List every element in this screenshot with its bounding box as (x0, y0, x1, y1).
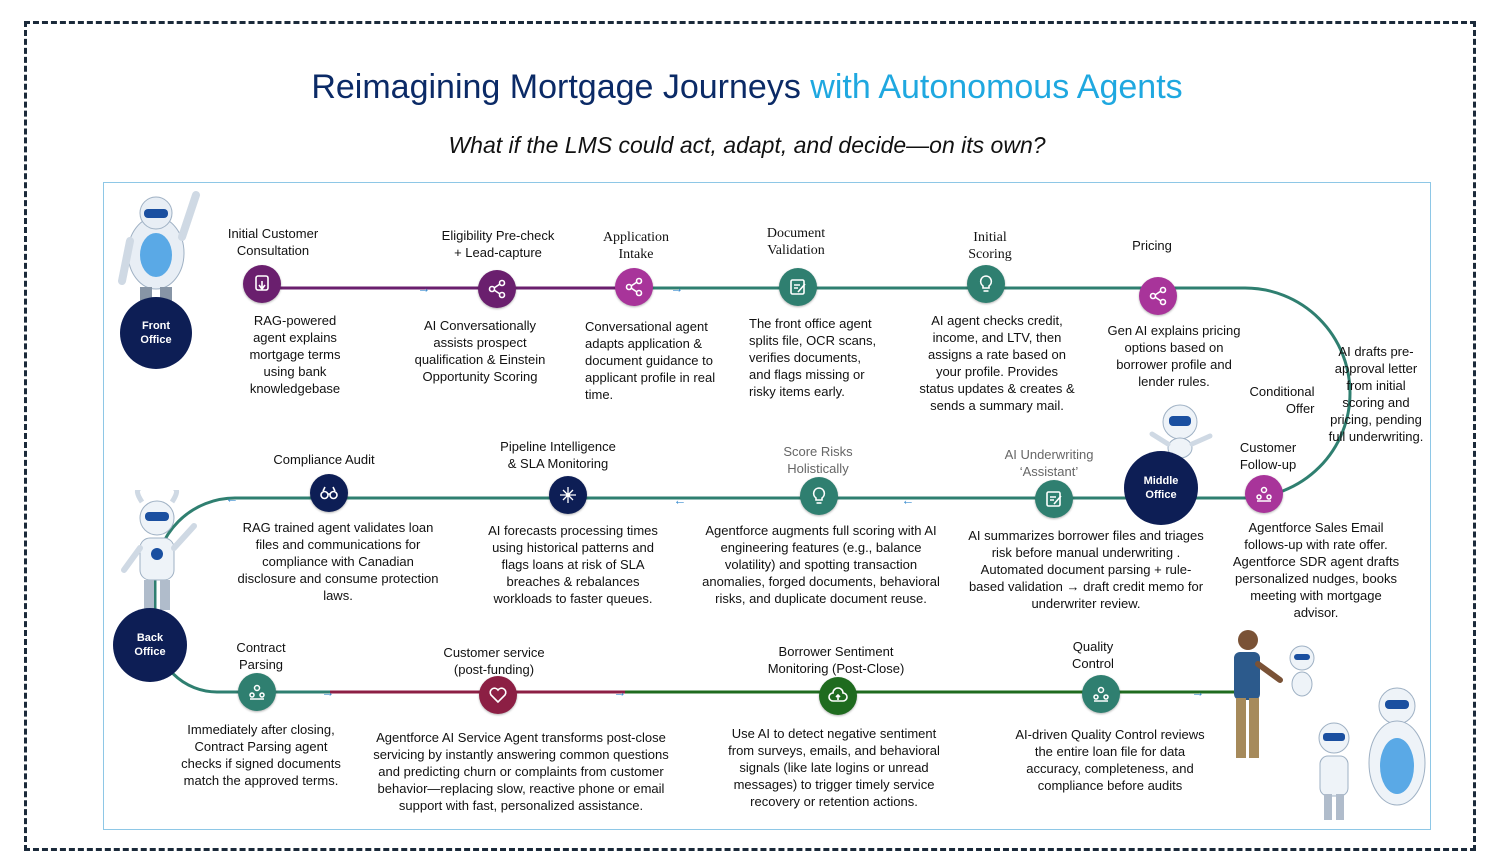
share-icon (615, 268, 653, 306)
step-sentiment-desc: Use AI to detect negative sentiment from… (728, 726, 940, 809)
step-pipeline-label: Pipeline Intelligence & SLA Monitoring (500, 439, 616, 471)
step-eligibility-label: Eligibility Pre-check + Lead-capture (441, 228, 555, 260)
step-customer-service-label: Customer service (post-funding) (443, 645, 545, 677)
step-quality-control-desc: AI-driven Quality Control reviews the en… (1015, 727, 1205, 793)
step-conditional-offer-desc: AI drafts pre-approval letter from initi… (1328, 344, 1424, 444)
share-icon (1139, 277, 1177, 315)
goat-robot-icon (121, 490, 197, 610)
lightbulb-icon (967, 265, 1005, 303)
step-initial-scoring-desc: AI agent checks credit, income, and LTV,… (919, 313, 1075, 413)
heart-icon (479, 676, 517, 714)
people-icon (1245, 475, 1283, 513)
step-application-intake-desc: Conversational agent adapts application … (585, 319, 716, 402)
arrow-right-icon: → (321, 684, 335, 700)
arrow-left-icon: ← (901, 492, 915, 508)
lightbulb-icon (800, 477, 838, 515)
arrow-right-icon: → (417, 280, 431, 296)
arrow-right-icon: → (613, 684, 627, 700)
step-eligibility-desc: AI Conversationally assists prospect qua… (414, 318, 546, 384)
arrow-left-icon: ← (225, 490, 239, 506)
step-application-intake-label: Application Intake (602, 230, 670, 262)
title-accent: with Autonomous Agents (810, 68, 1183, 106)
cloud-upload-icon (819, 677, 857, 715)
back-office-badge: Back Office (113, 608, 187, 682)
step-score-risks-label: Score Risks Holistically (783, 444, 853, 476)
document-edit-icon (779, 268, 817, 306)
step-customer-followup-desc: Agentforce Sales Email follows-up with r… (1232, 520, 1400, 620)
step-compliance-label: Compliance Audit (273, 452, 375, 467)
step-contract-parsing-desc: Immediately after closing, Contract Pars… (181, 722, 341, 788)
people-icon (1082, 675, 1120, 713)
arrow-right-icon: → (1191, 684, 1205, 700)
front-office-badge: Front Office (120, 297, 192, 369)
handshake-illustration (1234, 630, 1426, 820)
journey-panel (103, 182, 1431, 830)
title-main: Reimagining Mortgage Journeys (311, 68, 801, 106)
binoculars-icon (310, 474, 348, 512)
sparkle-grid-icon (549, 476, 587, 514)
step-underwriting-label: AI Underwriting ‘Assistant’ (1004, 447, 1094, 479)
document-edit-icon (1035, 480, 1073, 518)
dashed-frame (24, 21, 1476, 851)
bear-robot-icon (118, 191, 200, 303)
step-contract-parsing-label: Contract Parsing (236, 640, 286, 672)
arrow-left-icon: ← (673, 492, 687, 508)
step-customer-service-desc: Agentforce AI Service Agent transforms p… (373, 730, 669, 813)
page-title: Reimagining Mortgage Journeys with Auton… (0, 68, 1494, 107)
step-pipeline-desc: AI forecasts processing times using hist… (488, 523, 658, 606)
step-score-risks-desc: Agentforce augments full scoring with AI… (702, 523, 940, 606)
step-underwriting-desc: AI summarizes borrower files and triages… (968, 528, 1204, 611)
step-compliance-desc: RAG trained agent validates loan files a… (237, 520, 439, 603)
people-icon (238, 673, 276, 711)
astronaut-robot-icon (1149, 404, 1213, 459)
page-subtitle: What if the LMS could act, adapt, and de… (448, 132, 1046, 158)
arrow-right-icon: → (670, 280, 684, 296)
path-row1-teal (630, 286, 1352, 500)
step-initial-consultation-label: Initial Customer Consultation (227, 226, 319, 258)
step-conditional-offer-label: Conditional Offer (1249, 384, 1315, 416)
step-initial-consultation-desc: RAG-powered agent explains mortgage term… (249, 313, 341, 396)
share-icon (478, 270, 516, 308)
step-sentiment-label: Borrower Sentiment Monitoring (Post-Clos… (767, 644, 905, 676)
step-quality-control-label: Quality Control (1072, 639, 1114, 671)
step-customer-followup-label: Customer Follow-up (1239, 440, 1297, 472)
middle-office-badge: Middle Office (1124, 451, 1198, 525)
step-initial-scoring-label: Initial Scoring (968, 230, 1012, 262)
step-pricing-label: Pricing (1132, 238, 1172, 253)
touch-icon (243, 265, 281, 303)
step-pricing-desc: Gen AI explains pricing options based on… (1107, 323, 1241, 389)
step-document-validation-desc: The front office agent splits file, OCR … (749, 316, 877, 399)
step-document-validation-label: Document Validation (766, 226, 826, 258)
